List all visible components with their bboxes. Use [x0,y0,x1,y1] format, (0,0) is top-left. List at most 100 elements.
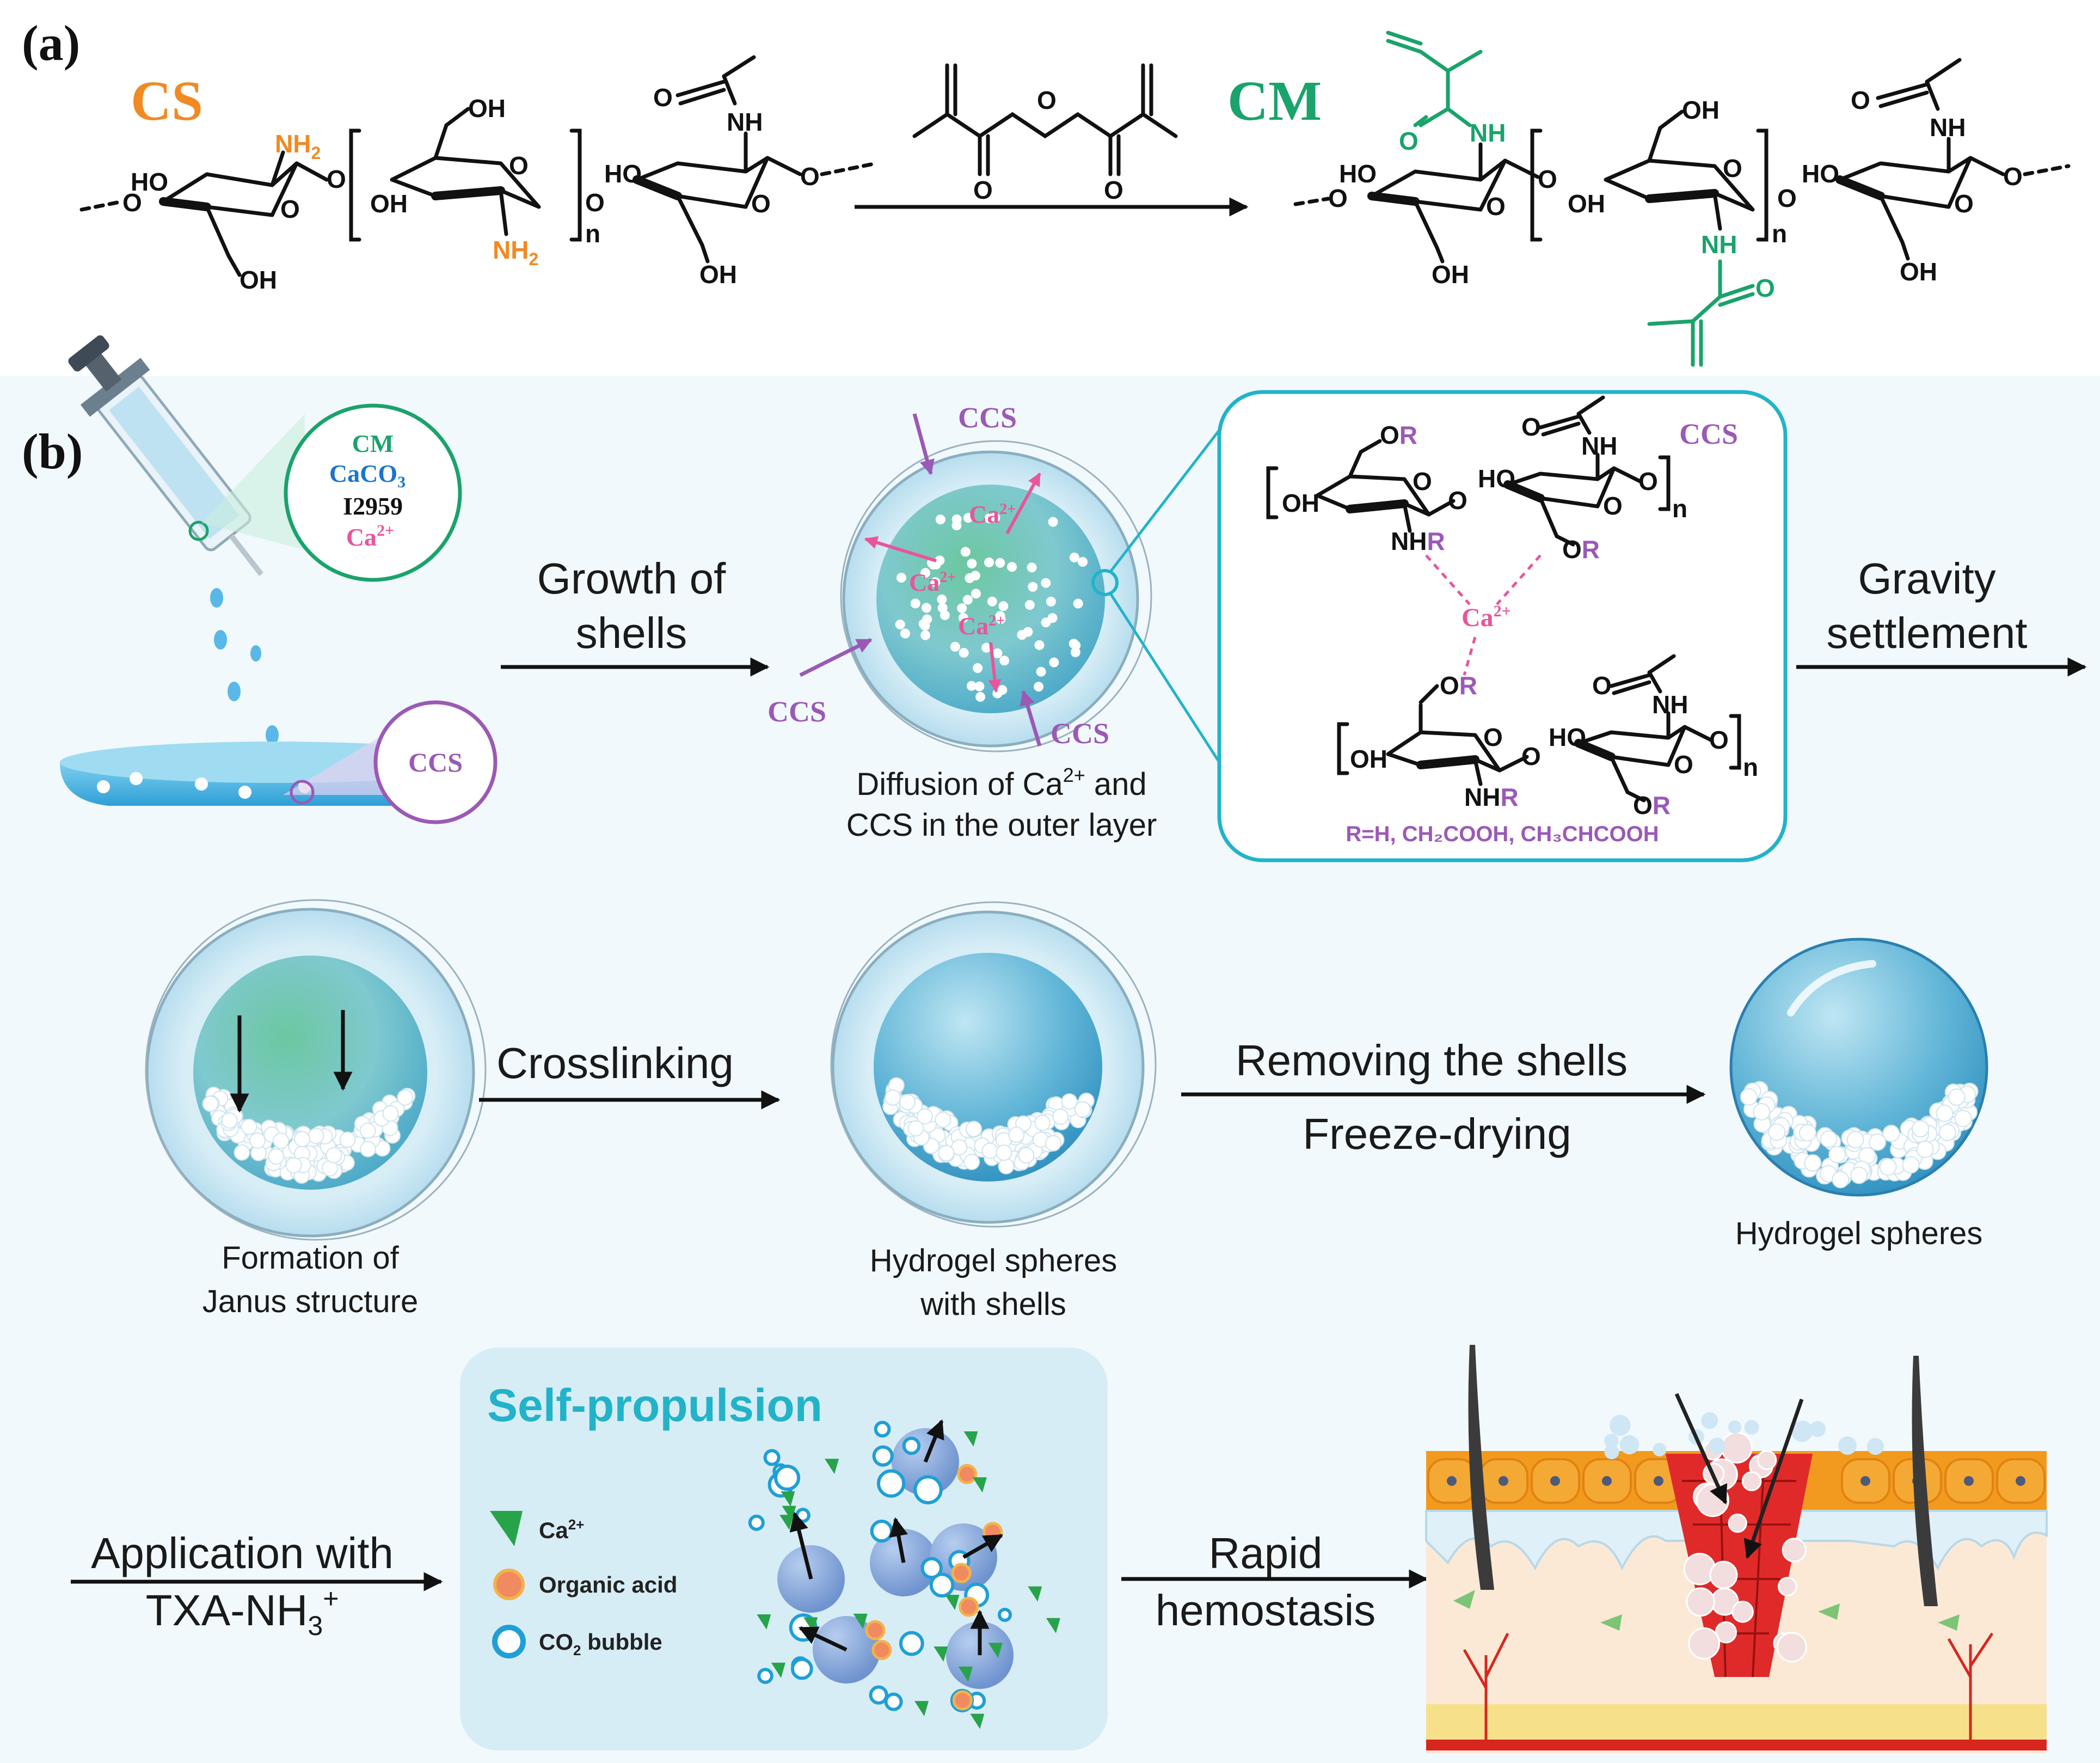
chem-or: OR [1562,535,1600,564]
particle-dot [992,648,1003,658]
chem-o: O [327,165,346,193]
zoom-ccs-label: CCS [1679,418,1738,450]
chem-o: O [1521,413,1541,441]
co2-bubble [1604,1444,1619,1460]
particle-dot [966,681,977,691]
chem-nh: NH [1701,230,1737,259]
particle-dot [1753,1103,1771,1121]
particle-dot [999,656,1010,666]
particle-dot [984,557,994,567]
ca-arrow [988,642,1002,693]
ccs-chain-upper: OH O OR NHR O HO O NH O OR O n [1266,395,1687,564]
calcium-ion [771,1662,785,1678]
particle-dot [1869,1133,1887,1151]
calcium-ion [781,1491,795,1507]
shells-caption-line1: Hydrogel spheres [870,1243,1117,1278]
particle-dot [922,603,932,613]
droplet [210,588,223,608]
content-i2959: I2959 [343,492,403,520]
particle-dot [1034,682,1044,692]
particle-dot [1028,581,1038,592]
particle-dot [1846,1131,1864,1149]
cell-nucleus [1499,1476,1508,1486]
self-propulsion-title: Self-propulsion [487,1380,822,1431]
particle-dot [1052,1108,1069,1125]
chem-o: O [122,188,142,217]
particle-dot [1828,1146,1846,1164]
hydrogel-ball [1686,1587,1715,1617]
calcium-ion [757,1614,771,1630]
ca-tag: Ca2+ [958,612,1005,640]
content-cm: CM [352,430,394,457]
ccs-arrow [1020,690,1042,747]
co2-bubble [1866,1437,1884,1455]
hydrogel-ball [1721,1431,1753,1464]
chem-nh2: NH2 [493,236,538,269]
legend-organic-acid: Organic acid [539,1572,677,1597]
chem-o: O [800,162,820,191]
skin-wound-illustration [1425,1345,2048,1753]
particle-dot [1041,617,1051,628]
particle-dot [1070,647,1080,658]
particle-dot [896,573,906,583]
particle-dot [1007,562,1017,572]
chem-nhr: NHR [1391,527,1445,555]
calcium-ion [934,1646,948,1662]
chem-o: O [2003,162,2023,191]
particle-dot [1799,1124,1817,1142]
chem-nh: NH [1652,690,1688,719]
calcium-ion [825,1459,839,1474]
particle-dot [1740,1088,1758,1106]
co2-bubble [1728,1420,1742,1434]
particle-dot [935,515,945,525]
hydrogel-ball [1709,1560,1738,1589]
settled-particles [882,1077,1095,1174]
co2-bubble [1791,1421,1813,1442]
co2-bubble [1604,1434,1619,1448]
particle-dot [1018,1147,1035,1164]
calcium-ion [958,1666,973,1682]
particle-dot [997,685,1008,695]
cell-nucleus [1860,1476,1870,1486]
particle-dot [998,1158,1015,1174]
co2-bubble [757,1668,773,1684]
chem-o: O [1638,467,1658,495]
particle-dot [958,613,968,623]
chem-nh2: NH2 [275,130,321,163]
particle-dot [285,1157,302,1174]
r-group-definition: R=H, CH₂COOH, CH₃CHCOOH [1346,822,1659,846]
particle-dot [1034,640,1045,650]
calcium-ion [945,1595,960,1611]
janus-caption-line1: Formation of [222,1240,399,1276]
particle-dot [962,595,973,605]
droplet [214,630,227,650]
ccs-zoom [373,700,498,824]
bath-label: CCS [408,747,463,778]
chem-o: O [1954,189,1974,218]
step-application-line2: TXA-NH3+ [146,1583,339,1641]
calcium-ion [914,1701,929,1717]
step-freeze-drying: Freeze-drying [1303,1110,1571,1158]
particle-dot [1034,1115,1051,1131]
co2-bubble [1708,1437,1726,1455]
co2-bubble [748,1514,765,1531]
panel-label-b: (b) [22,424,83,479]
droplet [266,725,279,745]
particle-dot [967,559,977,569]
cell-nucleus [1654,1476,1663,1486]
calcium-legend-icon [490,1511,523,1546]
chem-n: n [585,219,600,248]
chem-o: O [751,189,771,218]
organic-acid-dot [951,1563,972,1583]
ca-arrow [1005,472,1041,535]
particle-dot [937,603,948,613]
chem-o: O [1104,176,1123,204]
particle-dot [359,1122,376,1139]
hydrogel-ball [1688,1627,1721,1660]
particle-dot [920,568,931,578]
particle-dot [1046,596,1056,607]
ca-tag: Ca2+ [969,500,1016,528]
calcium-ion [972,1477,987,1493]
co2-bubble [884,1692,903,1711]
particle-dot [957,603,967,614]
